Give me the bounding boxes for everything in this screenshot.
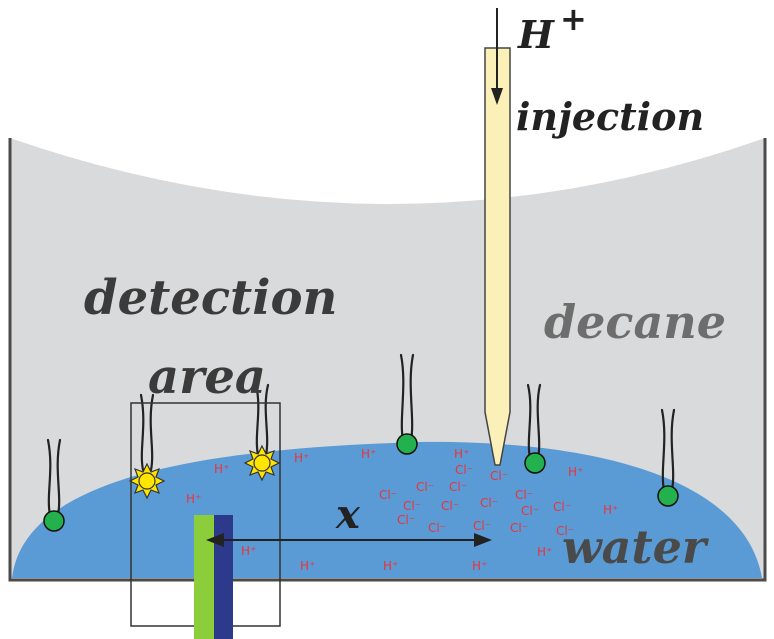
cl-minus-ion: Cl⁻ bbox=[416, 480, 434, 494]
h-plus-ion: H⁺ bbox=[472, 559, 487, 573]
h-plus-ion: H⁺ bbox=[186, 492, 201, 506]
cl-minus-ion: Cl⁻ bbox=[521, 504, 539, 518]
cl-minus-ion: Cl⁻ bbox=[428, 521, 446, 535]
h-plus-ion: H⁺ bbox=[241, 544, 256, 558]
distance-arrow-left-head bbox=[206, 533, 224, 547]
green-probe-bar bbox=[194, 515, 214, 639]
decane-label: decane bbox=[544, 295, 726, 349]
x-label: x bbox=[335, 491, 361, 538]
sun-icon bbox=[128, 462, 166, 500]
cl-minus-ion: Cl⁻ bbox=[403, 499, 421, 513]
cl-minus-ion: Cl⁻ bbox=[449, 480, 467, 494]
cl-minus-ion: Cl⁻ bbox=[455, 463, 473, 477]
h-plus-ion: H⁺ bbox=[214, 462, 229, 476]
h-plus-letter: H bbox=[517, 12, 555, 57]
h-plus-ion: H⁺ bbox=[568, 465, 583, 479]
h-plus-ions: H⁺ H⁺ H⁺ H⁺ H⁺ H⁺ H⁺ H⁺ H⁺ H⁺ H⁺ H⁺ bbox=[186, 447, 618, 573]
blue-probe-bar bbox=[214, 515, 233, 639]
surfactant-tails bbox=[46, 353, 676, 517]
h-plus-ion: H⁺ bbox=[383, 559, 398, 573]
h-plus-ion: H⁺ bbox=[537, 545, 552, 559]
h-plus-ion: H⁺ bbox=[294, 451, 309, 465]
surfactant-head bbox=[43, 510, 65, 532]
cl-minus-ion: Cl⁻ bbox=[490, 469, 508, 483]
cl-minus-ions: Cl⁻ Cl⁻ Cl⁻ Cl⁻ Cl⁻ Cl⁻ Cl⁻ Cl⁻ Cl⁻ Cl⁻ … bbox=[379, 463, 574, 538]
surfactant-head bbox=[524, 452, 546, 474]
h-plus-superscript: + bbox=[560, 0, 587, 38]
surfactant-head bbox=[657, 485, 679, 507]
h-plus-ion: H⁺ bbox=[300, 559, 315, 573]
cl-minus-ion: Cl⁻ bbox=[441, 499, 459, 513]
cl-minus-ion: Cl⁻ bbox=[556, 524, 574, 538]
cl-minus-ion: Cl⁻ bbox=[553, 500, 571, 514]
h-plus-ion: H⁺ bbox=[603, 503, 618, 517]
h-plus-label: H bbox=[517, 12, 555, 57]
injection-needle bbox=[484, 47, 511, 466]
cl-minus-ion: Cl⁻ bbox=[379, 488, 397, 502]
surfactant-head bbox=[396, 433, 418, 455]
sun-icon bbox=[243, 444, 281, 482]
cl-minus-ion: Cl⁻ bbox=[480, 496, 498, 510]
cl-minus-ion: Cl⁻ bbox=[473, 519, 491, 533]
area-label: area bbox=[148, 349, 266, 405]
h-plus-ion: H⁺ bbox=[454, 447, 469, 461]
distance-arrow-right-head bbox=[474, 533, 492, 547]
container-wall bbox=[8, 138, 767, 582]
cl-minus-ion: Cl⁻ bbox=[515, 488, 533, 502]
injection-label: injection bbox=[516, 94, 704, 139]
water-label: water bbox=[562, 520, 710, 574]
cl-minus-ion: Cl⁻ bbox=[510, 521, 528, 535]
cl-minus-ion: Cl⁻ bbox=[397, 513, 415, 527]
h-plus-ion: H⁺ bbox=[361, 447, 376, 461]
detection-label: detection bbox=[84, 270, 337, 326]
injection-arrow-head bbox=[491, 88, 503, 105]
